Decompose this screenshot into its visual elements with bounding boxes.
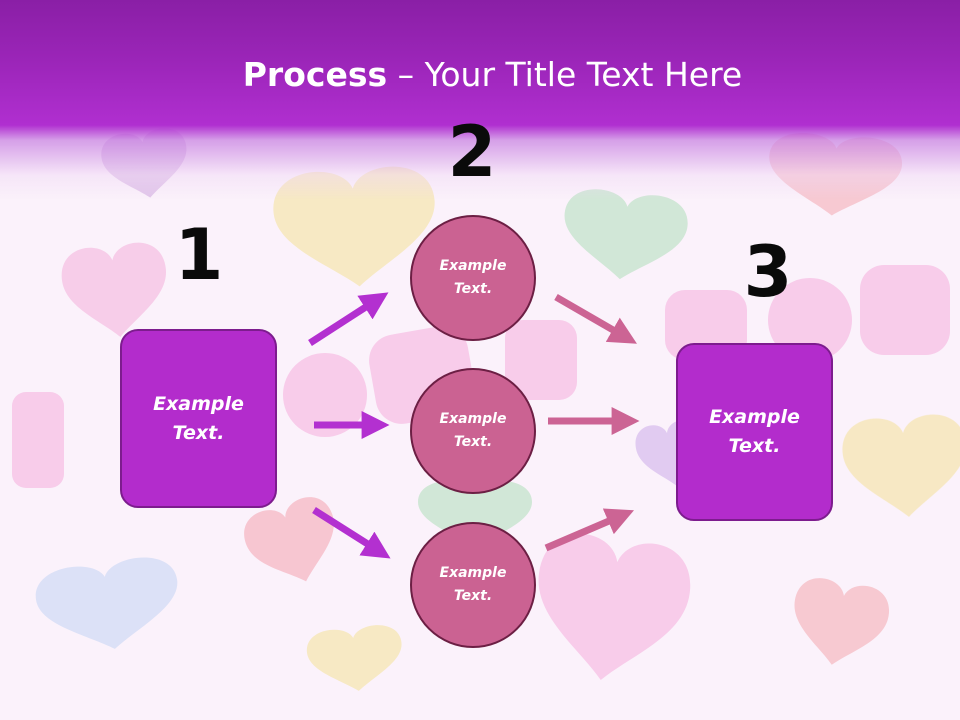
heart-shape (558, 186, 691, 286)
candy-letter-u (860, 265, 950, 355)
title-rest: – Your Title Text Here (387, 55, 743, 94)
left-box[interactable]: Example Text. (120, 329, 277, 508)
step-number-2: 2 (447, 111, 497, 193)
heart-shape (784, 574, 894, 674)
step-number-1: 1 (174, 214, 224, 296)
step-number-3: 3 (743, 231, 793, 313)
candy-letter (505, 320, 577, 400)
right-box[interactable]: Example Text. (676, 343, 833, 521)
circle-middle[interactable]: Example Text. (410, 368, 536, 494)
candy-letter-i (12, 392, 64, 488)
candy-letter-o (768, 278, 852, 362)
heart-shape (525, 528, 696, 691)
circle-top[interactable]: Example Text. (410, 215, 536, 341)
title-bold: Process (242, 55, 388, 94)
candy-letter (665, 290, 747, 360)
page-title: Process – Your Title Text Here (0, 52, 960, 98)
heart-shape (304, 622, 407, 696)
circle-bottom[interactable]: Example Text. (410, 522, 536, 648)
candy-letter-o (283, 353, 367, 437)
heart-shape (840, 412, 960, 522)
header-band (0, 0, 960, 200)
heart-shape (32, 552, 186, 659)
